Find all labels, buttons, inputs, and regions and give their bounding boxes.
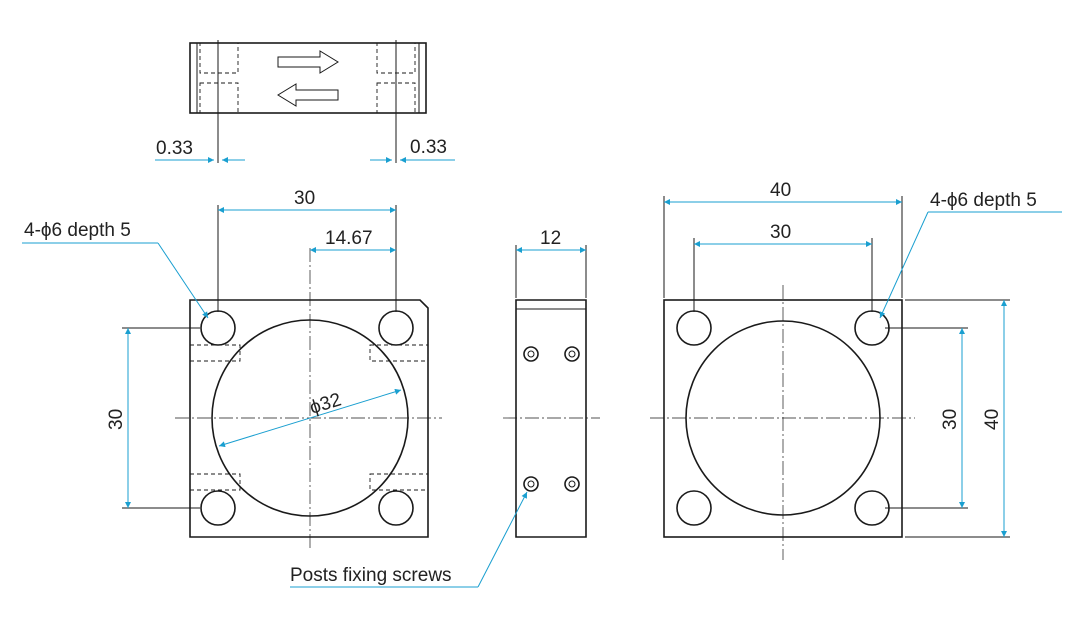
dim-label-30-rear-top: 30 bbox=[770, 222, 791, 243]
dim-label-30-rear-vertical: 30 bbox=[940, 409, 961, 430]
screw-icon bbox=[523, 346, 539, 362]
dim-label-40-rear-vertical: 40 bbox=[982, 409, 1003, 430]
screw-icon bbox=[523, 476, 539, 492]
screw-icon bbox=[564, 476, 580, 492]
top-view: 0.33 0.33 bbox=[155, 40, 455, 163]
note-holes-front: 4-ϕ6 depth 5 bbox=[24, 220, 131, 241]
dim-label-12: 12 bbox=[540, 228, 561, 249]
dim-label-phi32: ϕ32 bbox=[307, 389, 344, 418]
dim-label-1467: 14.67 bbox=[325, 228, 373, 249]
dim-label-033-left: 0.33 bbox=[156, 138, 193, 159]
dim-label-40-rear-top: 40 bbox=[770, 180, 791, 201]
screw-icon bbox=[564, 346, 580, 362]
note-holes-rear: 4-ϕ6 depth 5 bbox=[930, 190, 1037, 211]
note-posts-fixing-screws: Posts fixing screws bbox=[290, 565, 452, 586]
rear-view: 40 30 30 40 4-ϕ6 depth 5 bbox=[650, 180, 1062, 560]
left-arrow-icon bbox=[277, 83, 339, 107]
right-arrow-icon bbox=[277, 50, 339, 74]
front-view: 30 14.67 30 ϕ32 4-ϕ6 depth 5 bbox=[22, 188, 442, 550]
dim-label-033-right: 0.33 bbox=[410, 137, 447, 158]
side-view: 12 Posts fixing screws bbox=[290, 228, 600, 588]
dim-label-30-front-top: 30 bbox=[294, 188, 315, 209]
dim-label-30-front-vertical: 30 bbox=[106, 409, 127, 430]
